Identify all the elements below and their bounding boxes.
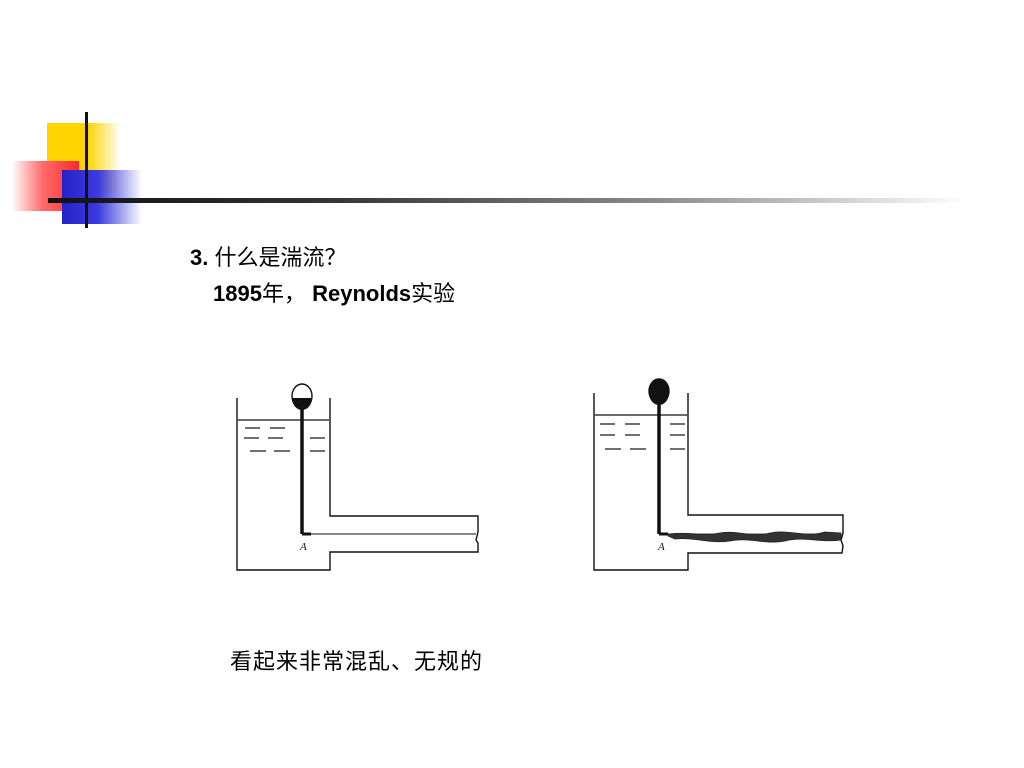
slide-heading: 3. 什么是湍流？ — [190, 240, 347, 272]
tank-outline — [236, 398, 479, 571]
caption: 看起来非常混乱、无规的 — [230, 650, 484, 675]
logo-blue-square — [62, 170, 142, 224]
logo-vertical-line — [85, 112, 88, 228]
turbulent-dye-streak — [667, 531, 842, 543]
subheading-name-suffix: 实验 — [411, 282, 456, 307]
subheading-year-suffix: 年， — [261, 282, 306, 307]
slide-subheading: 1895年， Reynolds实验 — [213, 276, 455, 308]
water-surface-dashes — [595, 414, 687, 450]
dye-fill-full — [649, 379, 669, 403]
laminar-apparatus — [236, 383, 479, 571]
heading-number: 3. — [190, 245, 209, 270]
tank-outline — [593, 393, 844, 571]
dye-fill — [292, 398, 312, 410]
point-label-a: A — [299, 541, 307, 553]
point-label-a: A — [657, 541, 665, 553]
subheading-name: Reynolds — [312, 281, 412, 306]
heading-text: 什么是湍流？ — [214, 246, 347, 271]
water-surface-dashes — [238, 419, 329, 452]
header-divider — [48, 198, 968, 203]
slide-logo — [0, 100, 160, 240]
turbulent-apparatus — [593, 378, 844, 571]
subheading-year: 1895 — [213, 281, 262, 306]
